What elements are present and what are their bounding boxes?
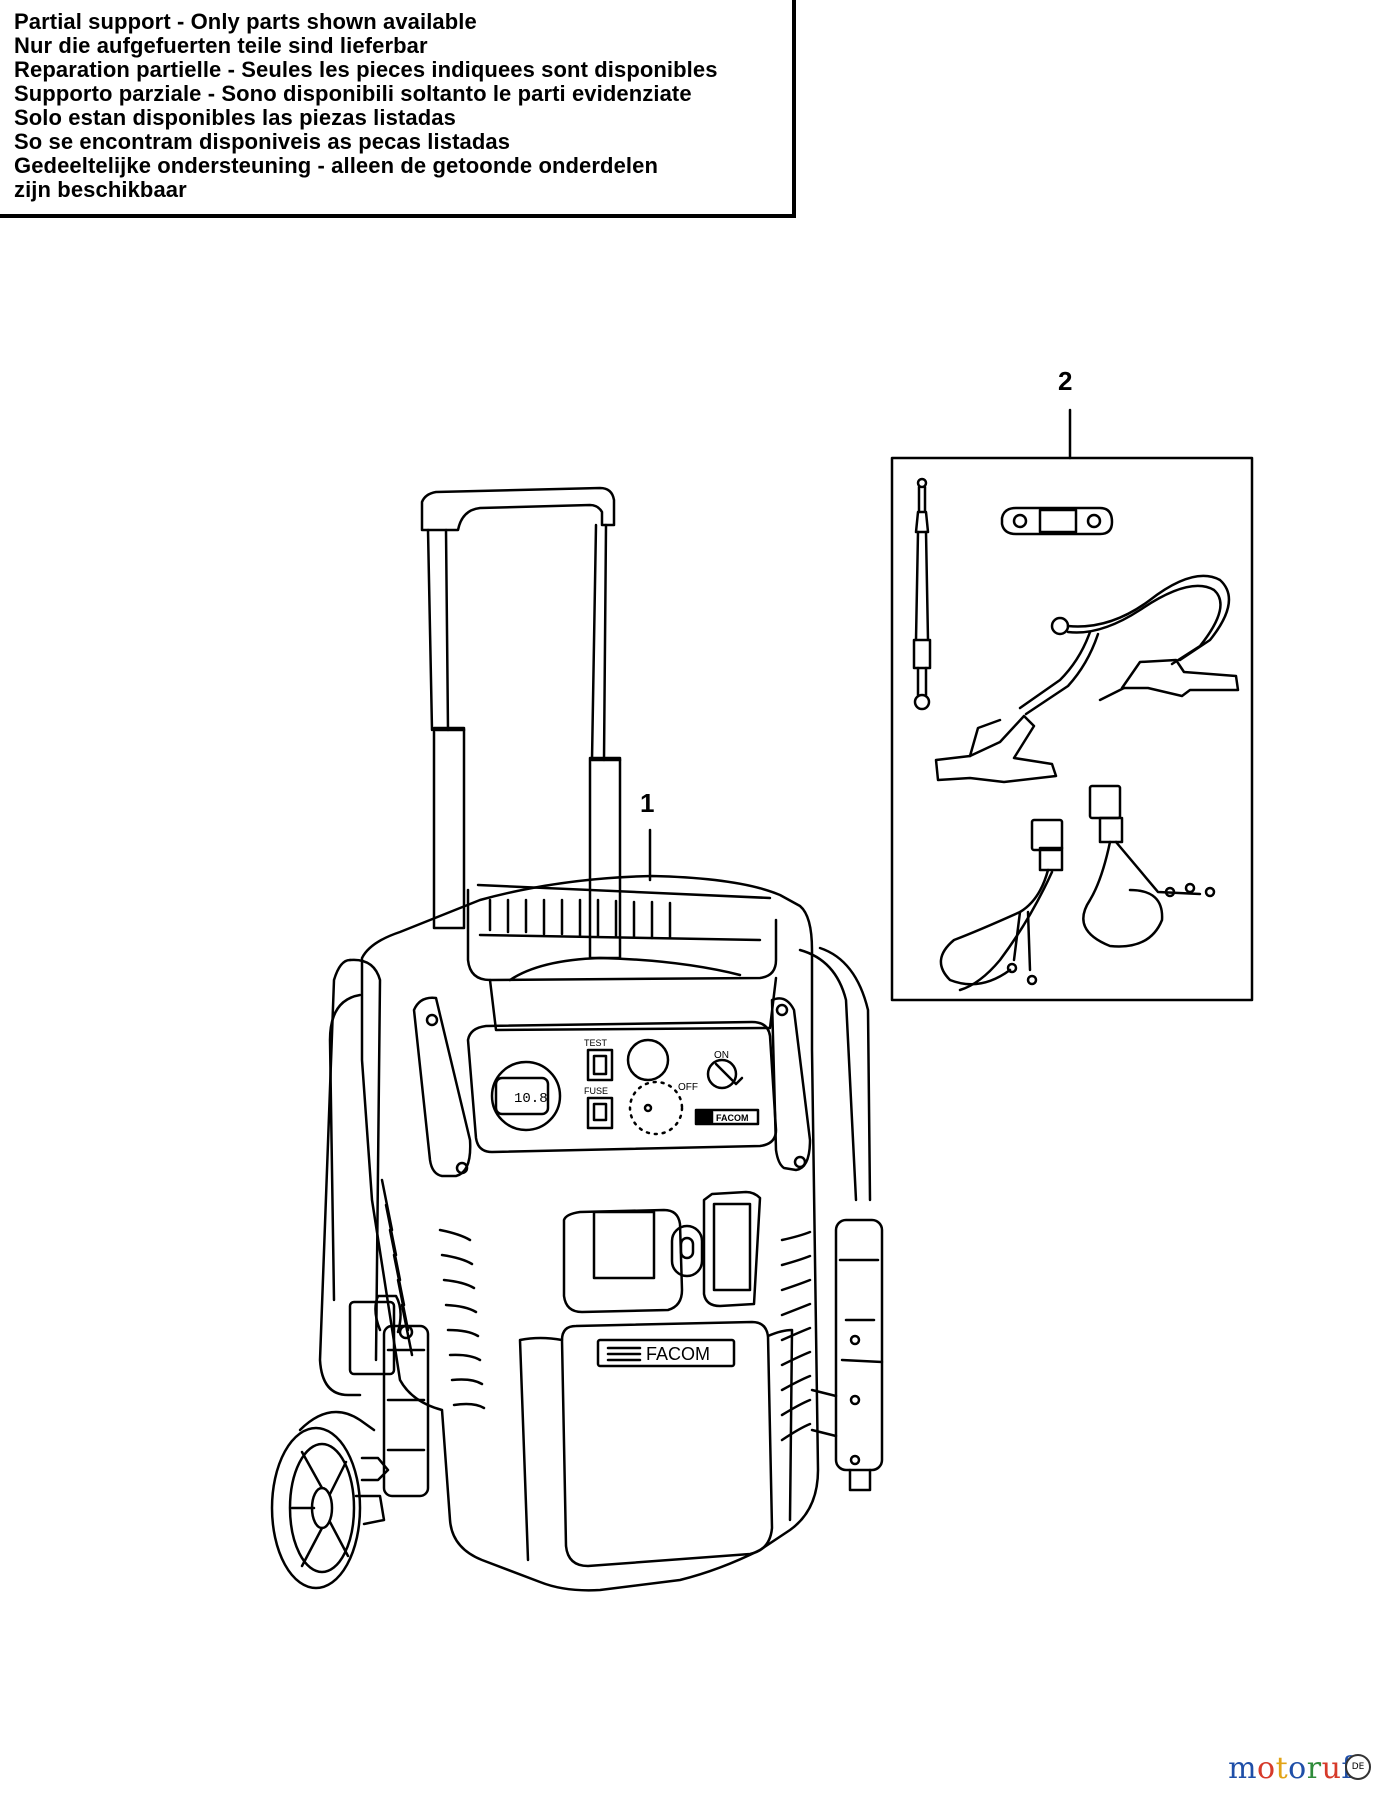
notice-line-de: Nur die aufgefuerten teile sind lieferba… (14, 33, 428, 58)
callout-part-1: 1 (640, 788, 655, 818)
notice-line-pt: So se encontram disponiveis as pecas lis… (14, 129, 511, 154)
right-clamp (798, 946, 884, 1492)
watermark-logo: motoruf (1228, 1751, 1353, 1786)
accessory-kit-frame (890, 456, 1254, 1002)
watermark-letter: o (1288, 1751, 1307, 1786)
notice-line-it: Supporto parziale - Sono disponibili sol… (14, 81, 692, 106)
wheel (270, 1410, 376, 1590)
jump-starter-unit (270, 486, 884, 1592)
notice-line-nl-cont: zijn beschikbaar (14, 177, 187, 202)
clamp-leads (934, 574, 1240, 784)
link-cable (912, 477, 932, 711)
watermark-letter: u (1321, 1751, 1342, 1786)
front-brand-plate (596, 1338, 736, 1368)
adapter-leads (939, 784, 1216, 992)
fuse-label: FUSE (584, 1086, 608, 1096)
callout-part-2: 2 (1058, 366, 1073, 396)
notice-line-fr: Reparation partielle - Seules les pieces… (14, 57, 718, 82)
watermark-letter: m (1228, 1751, 1258, 1786)
front-sockets (562, 1190, 762, 1314)
fuse-link (1000, 506, 1114, 536)
off-label: OFF (678, 1082, 698, 1093)
control-panel (490, 1038, 760, 1136)
notice-line-en: Partial support - Only parts shown avail… (14, 9, 477, 34)
watermark-letter: o (1257, 1751, 1276, 1786)
watermark-badge: DE (1345, 1754, 1371, 1780)
left-cable-coil (318, 958, 382, 1397)
on-label: ON (714, 1050, 729, 1061)
partial-support-notice: Partial support - Only parts shown avail… (0, 0, 796, 218)
watermark-letter: t (1275, 1751, 1289, 1786)
unit-body (360, 874, 820, 1592)
voltage-display: 10.8 (514, 1091, 548, 1107)
test-button-label: TEST (584, 1038, 608, 1048)
notice-line-nl: Gedeeltelijke ondersteuning - alleen de … (14, 153, 659, 178)
watermark-letter: r (1306, 1751, 1322, 1786)
front-brand-logo: FACOM (646, 1344, 710, 1364)
panel-brand-logo: FACOM (716, 1113, 749, 1123)
notice-line-es: Solo estan disponibles las piezas listad… (14, 105, 456, 130)
callout-leader-lines (648, 408, 1072, 882)
accessory-kit (890, 456, 1254, 1002)
left-clamp (348, 1294, 430, 1526)
